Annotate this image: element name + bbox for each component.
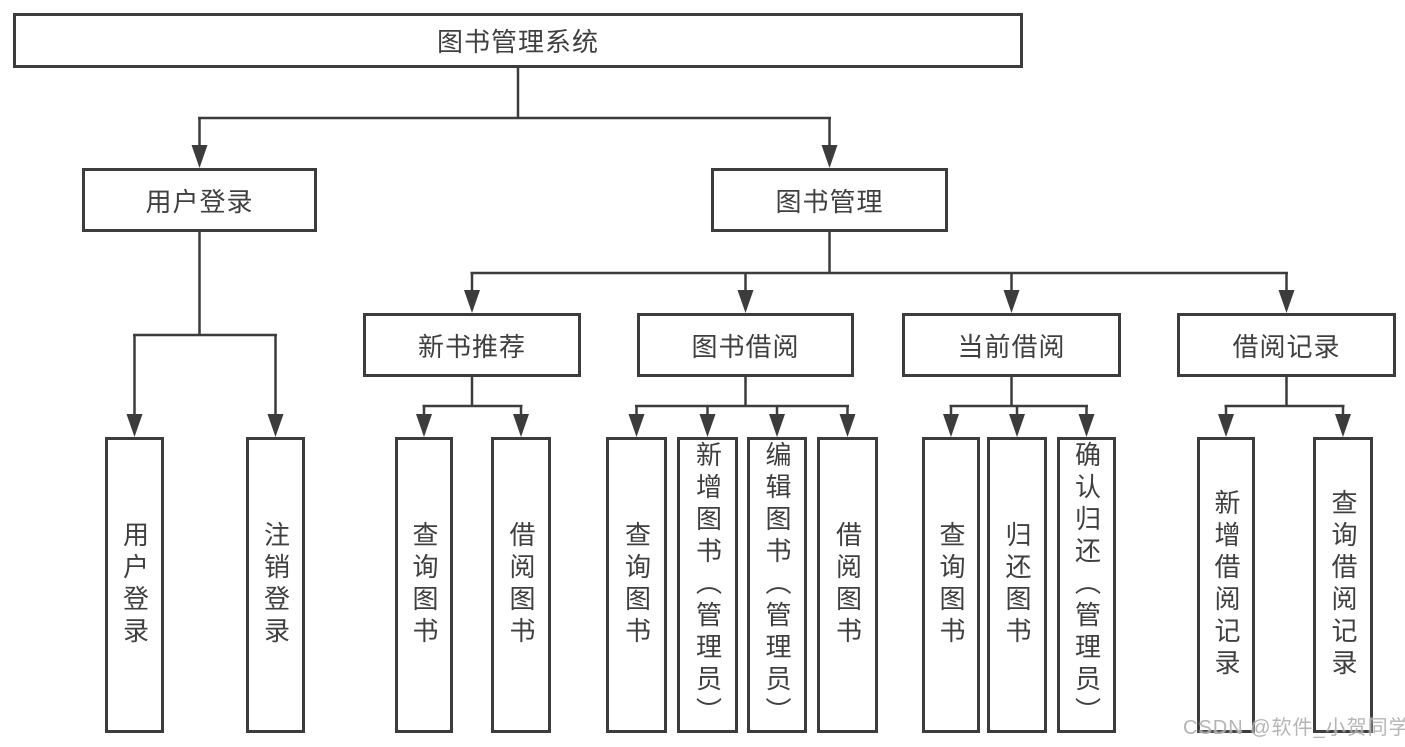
leaf-add-borrow-record: 新增借阅记录	[1197, 437, 1255, 733]
node-current-borrow: 当前借阅	[902, 313, 1121, 377]
leaf-add-books-admin: 新增图书（管理员）	[677, 437, 738, 733]
leaf-label: 查询图书	[409, 521, 439, 649]
leaf-logout: 注销登录	[246, 437, 305, 733]
node-book-borrow: 图书借阅	[637, 313, 854, 377]
node-label: 借阅记录	[1232, 331, 1341, 362]
leaf-borrow-books: 借阅图书	[817, 437, 878, 733]
node-root-system: 图书管理系统	[13, 13, 1023, 68]
leaf-query-borrow-record: 查询借阅记录	[1313, 437, 1373, 733]
leaf-return-books: 归还图书	[987, 437, 1047, 733]
leaf-label: 借阅图书	[506, 521, 536, 649]
leaf-edit-books-admin: 编辑图书（管理员）	[747, 437, 807, 733]
watermark: CSDN @软件_小贺同学	[1183, 717, 1405, 739]
leaf-label: 新增图书（管理员）	[692, 441, 723, 729]
leaf-confirm-return-admin: 确认归还（管理员）	[1057, 437, 1116, 733]
node-new-book-recommend: 新书推荐	[363, 313, 581, 377]
node-borrow-records: 借阅记录	[1177, 313, 1396, 377]
leaf-current-query-books: 查询图书	[922, 437, 980, 733]
node-user-login: 用户登录	[82, 168, 317, 232]
node-label: 图书借阅	[691, 331, 800, 362]
leaf-label: 确认归还（管理员）	[1071, 441, 1102, 729]
leaf-user-login: 用户登录	[105, 437, 164, 733]
leaf-newbooks-borrow-books: 借阅图书	[491, 437, 551, 733]
node-label: 用户登录	[145, 186, 254, 217]
node-label: 图书管理系统	[436, 27, 599, 57]
leaf-label: 借阅图书	[832, 521, 863, 649]
leaf-label: 查询图书	[621, 521, 652, 649]
leaf-borrow-query-books: 查询图书	[606, 437, 667, 733]
leaf-label: 归还图书	[1002, 521, 1032, 649]
leaf-label: 用户登录	[119, 521, 150, 649]
node-label: 图书管理	[775, 186, 884, 217]
node-book-management: 图书管理	[711, 168, 948, 232]
node-label: 当前借阅	[957, 331, 1066, 362]
node-label: 新书推荐	[417, 331, 526, 362]
leaf-newbooks-query-books: 查询图书	[395, 437, 453, 733]
leaf-label: 查询借阅记录	[1328, 489, 1358, 681]
leaf-label: 新增借阅记录	[1211, 489, 1241, 681]
leaf-label: 编辑图书（管理员）	[762, 441, 792, 729]
leaf-label: 查询图书	[936, 521, 966, 649]
leaf-label: 注销登录	[260, 521, 291, 649]
